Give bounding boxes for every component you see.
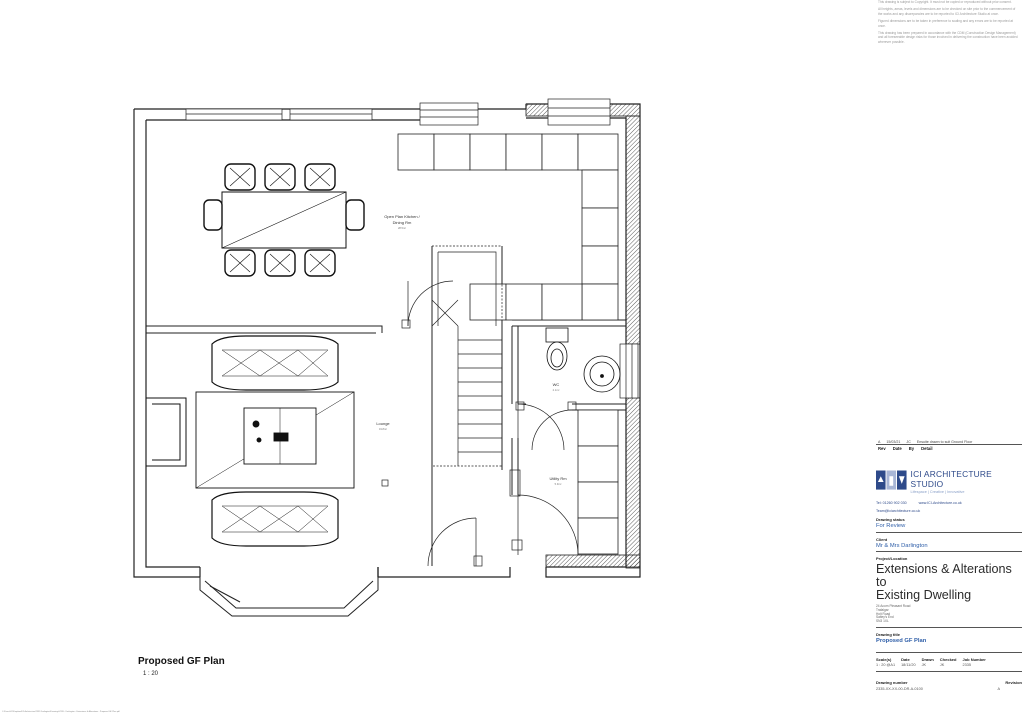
- lounge-label: Lounge: [376, 421, 390, 426]
- address-line: Holt Road: [876, 611, 891, 616]
- drawing-number-value: 2335-XX-XX-00-DR-A-0100: [876, 686, 923, 691]
- studio-web[interactable]: www.ICI-Architecture.co.uk: [918, 501, 962, 505]
- studio-logo: ICI ARCHITECTURE STUDIO Lifespace | Crea…: [876, 467, 1022, 495]
- address-line: 24 Acorn Pleasant Road: [876, 604, 911, 608]
- plan-title: Proposed GF Plan: [138, 656, 225, 667]
- note-figured: Figured dimensions are to be taken in pr…: [878, 19, 1014, 28]
- revision-value: A: [997, 686, 1000, 691]
- revision-detail: Ensuite drawn to suit Ground Floor: [916, 440, 973, 444]
- floor-plan-drawing: Open Plan Kitchen / Dining Rm 28.5m² Lou…: [133, 98, 641, 617]
- studio-name: ICI ARCHITECTURE STUDIO: [910, 468, 992, 489]
- logo-icon: [876, 470, 907, 490]
- drawn-label: Drawn: [921, 656, 934, 662]
- studio-contact: Tel: 01260 902 030 www.ICI-Architecture.…: [876, 501, 1022, 505]
- bay-window: [199, 577, 379, 617]
- date-header: Date: [892, 446, 902, 451]
- file-path-footer: C:\Users\ICI\Dropbox\ICI Architecture\23…: [2, 711, 120, 713]
- divider: [876, 551, 1022, 552]
- title-label: Drawing title: [876, 631, 901, 637]
- checked-label: Checked: [939, 656, 957, 662]
- lounge-rug: [195, 391, 355, 489]
- revision-label: Revision: [1005, 679, 1022, 685]
- dining-set: [203, 163, 365, 277]
- checked-value: JK: [939, 662, 945, 667]
- doors: [381, 280, 579, 567]
- wc-area: 2.1m²: [553, 388, 560, 392]
- divider: [876, 670, 1022, 672]
- scale-value: 1 : 20 @A1: [876, 662, 896, 667]
- drawing-number-label: Drawing number: [876, 679, 908, 685]
- title-block: A 15/03/21 JC Ensuite drawn to suit Grou…: [876, 440, 1022, 691]
- note-cdm: This drawing has been prepared in accord…: [878, 31, 1018, 44]
- revision-rev: A: [878, 440, 881, 444]
- address-line: SN3 1XL: [876, 619, 889, 624]
- project-address: 24 Acorn Pleasant Road Trafalgar Holt Ro…: [876, 604, 1022, 624]
- plan-scale: 1 : 20: [143, 671, 159, 677]
- job-label: Job Number: [962, 656, 986, 662]
- revision-headers: Rev Date By Detail: [878, 446, 1022, 451]
- divider: [876, 626, 1022, 628]
- note-dimensions: All heights, areas, levels and dimension…: [878, 7, 1016, 16]
- drawn-value: JK: [921, 662, 926, 667]
- utility-label: Utility Rm: [549, 476, 567, 481]
- utility-units: [577, 409, 619, 555]
- project-label: Project/Location: [876, 556, 908, 561]
- rev-header: Rev: [878, 446, 886, 451]
- project-title-line2: Existing Dwelling: [876, 588, 972, 602]
- address-line: Saltey's End: [876, 615, 894, 620]
- scale-label: Scale(s): [876, 656, 892, 662]
- kitchen-label-line2: Dining Rm: [393, 220, 412, 225]
- divider: [876, 532, 1022, 533]
- revision-by: JC: [906, 440, 911, 444]
- wc-fittings: [545, 327, 621, 393]
- revision-date: 15/03/21: [886, 440, 901, 444]
- sofas: [211, 335, 339, 547]
- status-label: Drawing status: [876, 517, 905, 522]
- client-value: Mr & Mrs Darlington: [876, 543, 928, 549]
- studio-tel: Tel: 01260 902 030: [876, 501, 907, 505]
- studio-email[interactable]: Team@iciarchitecture.co.uk: [876, 509, 921, 513]
- kitchen-area: 28.5m²: [398, 226, 406, 230]
- divider: [876, 651, 1022, 653]
- lounge-area: 19.8m²: [379, 427, 387, 431]
- date-label: Date: [901, 656, 910, 662]
- staircase: [431, 245, 521, 497]
- date-value: 18/11/20: [901, 662, 916, 667]
- windows: [185, 98, 639, 399]
- scale-cell: Scale(s)1 : 20 @A1: [876, 657, 895, 667]
- by-header: By: [908, 446, 915, 451]
- address-line: Trafalgar: [876, 607, 889, 612]
- note-copyright: This drawing is subject to Copyright. It…: [878, 0, 1012, 4]
- revision-row: A 15/03/21 JC Ensuite drawn to suit Grou…: [878, 440, 1022, 444]
- job-value: 2335: [962, 662, 971, 667]
- utility-area: 5.9m²: [555, 482, 562, 486]
- title-value: Proposed GF Plan: [876, 637, 927, 644]
- status-value: For Review: [876, 523, 906, 529]
- drawing-notes: This drawing is subject to Copyright. It…: [878, 0, 1018, 47]
- wc-label: WC: [553, 382, 560, 387]
- client-label: Client: [876, 537, 888, 542]
- detail-header: Detail: [921, 446, 933, 451]
- project-title-line1: Extensions & Alterations to: [876, 562, 1012, 589]
- drawing-number-row: 2335-XX-XX-00-DR-A-0100 A: [876, 687, 1022, 691]
- divider: [876, 444, 1022, 445]
- kitchen-label-line1: Open Plan Kitchen /: [384, 214, 420, 219]
- studio-tagline: Lifespace | Creative | Innovative: [910, 489, 965, 494]
- fireplace: [146, 397, 187, 467]
- room-labels: Open Plan Kitchen / Dining Rm 28.5m² Lou…: [376, 214, 567, 486]
- drawing-number-header: Drawing number Revision: [876, 680, 1022, 685]
- kitchen-units: [397, 133, 619, 321]
